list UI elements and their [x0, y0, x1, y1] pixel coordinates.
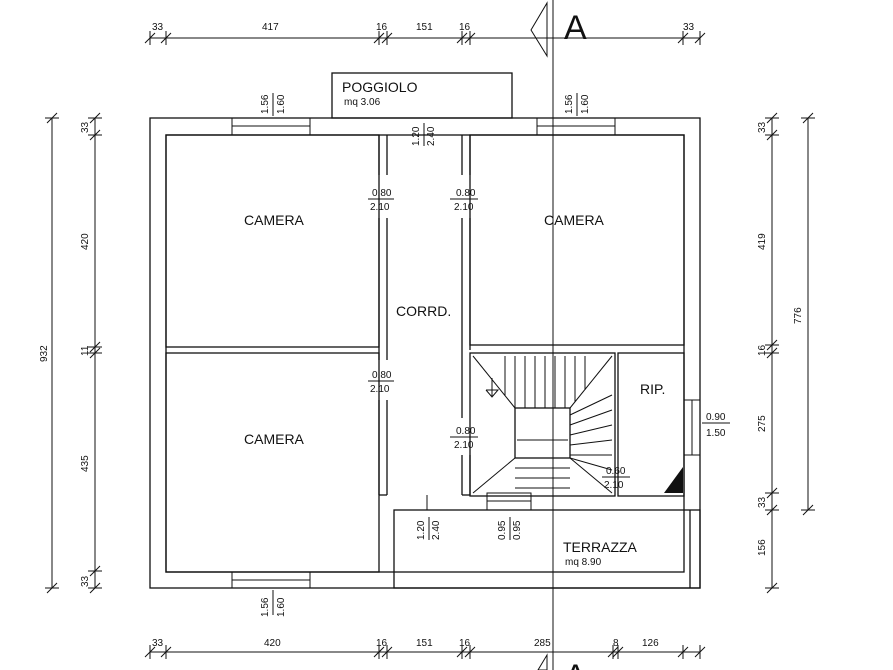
rip-door-swing	[664, 467, 683, 493]
right-dim-6: 156	[757, 539, 768, 556]
door-tr-h: 2.10	[454, 202, 474, 213]
camera-top-left-label: CAMERA	[244, 212, 305, 228]
left-dim-5: 33	[80, 575, 91, 587]
right-dim-3: 16	[757, 344, 768, 356]
rip-door-h: 2.10	[604, 480, 624, 491]
rip-label: RIP.	[640, 381, 665, 397]
door-bl-h: 2.10	[370, 384, 390, 395]
terrace-label: TERRAZZA	[563, 539, 638, 555]
room-ripostiglio: RIP.	[617, 352, 685, 497]
right-dimension-lines: 33 419 16 275 33 156 776	[757, 112, 815, 594]
entry-top-h: 2.40	[426, 126, 437, 146]
section-mark-bottom: A	[564, 658, 587, 670]
room-camera-top-right: CAMERA	[469, 134, 685, 346]
right-dim-4: 275	[757, 415, 768, 432]
terrace-win-h: 0.95	[512, 520, 523, 540]
win-tr-h: 1.60	[580, 94, 591, 114]
door-tl-h: 2.10	[370, 202, 390, 213]
left-dimension-lines: 932 33 420 11 435 33	[39, 112, 102, 594]
terrace-win-w: 0.95	[497, 520, 508, 540]
bottom-dim-3: 16	[376, 638, 388, 649]
bottom-dim-2: 420	[264, 638, 281, 649]
corridor: CORRD.	[378, 135, 471, 510]
door-bl-w: 0.80	[372, 370, 392, 381]
staircase	[469, 352, 616, 497]
top-dimension-line: 33 417 16 151 16 33	[144, 22, 706, 45]
win-bl-h: 1.60	[276, 597, 287, 617]
left-dim-4: 435	[80, 455, 91, 472]
right-dim-1: 33	[757, 121, 768, 133]
bottom-dim-5: 16	[459, 638, 471, 649]
poggiolo-label: POGGIOLO	[342, 79, 418, 95]
top-dim-5: 16	[459, 22, 471, 33]
side-win-w: 0.90	[706, 412, 726, 423]
win-tr-w: 1.56	[564, 94, 575, 114]
top-dim-6: 33	[683, 22, 695, 33]
section-arrow-top	[530, 1, 548, 58]
bottom-dimension-line: 33 420 16 151 16 285 8 126	[144, 638, 706, 659]
bottom-dim-6: 285	[534, 638, 551, 649]
camera-bottom-left-label: CAMERA	[244, 431, 305, 447]
top-dim-2: 417	[262, 22, 279, 33]
room-camera-bottom-left: CAMERA	[165, 352, 380, 573]
entry-top-w: 1.20	[411, 126, 422, 146]
bottom-dim-4: 151	[416, 638, 433, 649]
section-arrow-bottom	[537, 653, 548, 670]
side-win-h: 1.50	[706, 428, 726, 439]
poggiolo-area: mq 3.06	[344, 97, 381, 108]
rip-door-w: 0.60	[606, 466, 626, 477]
entry-bottom-h: 2.40	[431, 520, 442, 540]
section-line-a: A A	[530, 0, 587, 670]
right-dim-total: 776	[793, 307, 804, 324]
left-dim-3: 11	[80, 345, 91, 356]
bottom-dim-7: 8	[613, 638, 619, 649]
entry-bottom-w: 1.20	[416, 520, 427, 540]
right-dim-5: 33	[757, 496, 768, 508]
terrace: TERRAZZA mq 8.90	[563, 510, 691, 588]
top-dim-3: 16	[376, 22, 388, 33]
room-camera-top-left: CAMERA	[165, 134, 380, 348]
poggiolo-balcony: POGGIOLO mq 3.06	[331, 72, 513, 119]
door-tr-w: 0.80	[456, 188, 476, 199]
window-labels: 1.56 1.60 1.56 1.60 1.56 1.60	[260, 93, 591, 617]
top-dim-4: 151	[416, 22, 433, 33]
door-tl-w: 0.80	[372, 188, 392, 199]
win-tl-w: 1.56	[260, 94, 271, 114]
win-tl-h: 1.60	[276, 94, 287, 114]
left-dim-1: 33	[80, 121, 91, 133]
bottom-dim-1: 33	[152, 638, 164, 649]
terrace-area: mq 8.90	[565, 557, 602, 568]
door-br-h: 2.10	[454, 440, 474, 451]
windows	[231, 117, 701, 589]
left-dim-2: 420	[80, 233, 91, 250]
corridor-label: CORRD.	[396, 303, 451, 319]
left-dim-total: 932	[39, 345, 50, 362]
win-bl-w: 1.56	[260, 597, 271, 617]
bottom-dim-8: 126	[642, 638, 659, 649]
top-dim-1: 33	[152, 22, 164, 33]
right-dim-2: 419	[757, 233, 768, 250]
door-br-w: 0.80	[456, 426, 476, 437]
opening-labels: 1.20 2.40 0.80 2.10 0.80 2.10 0.80 2.10 …	[368, 123, 730, 540]
camera-top-right-label: CAMERA	[544, 212, 605, 228]
section-mark-top: A	[564, 9, 587, 47]
